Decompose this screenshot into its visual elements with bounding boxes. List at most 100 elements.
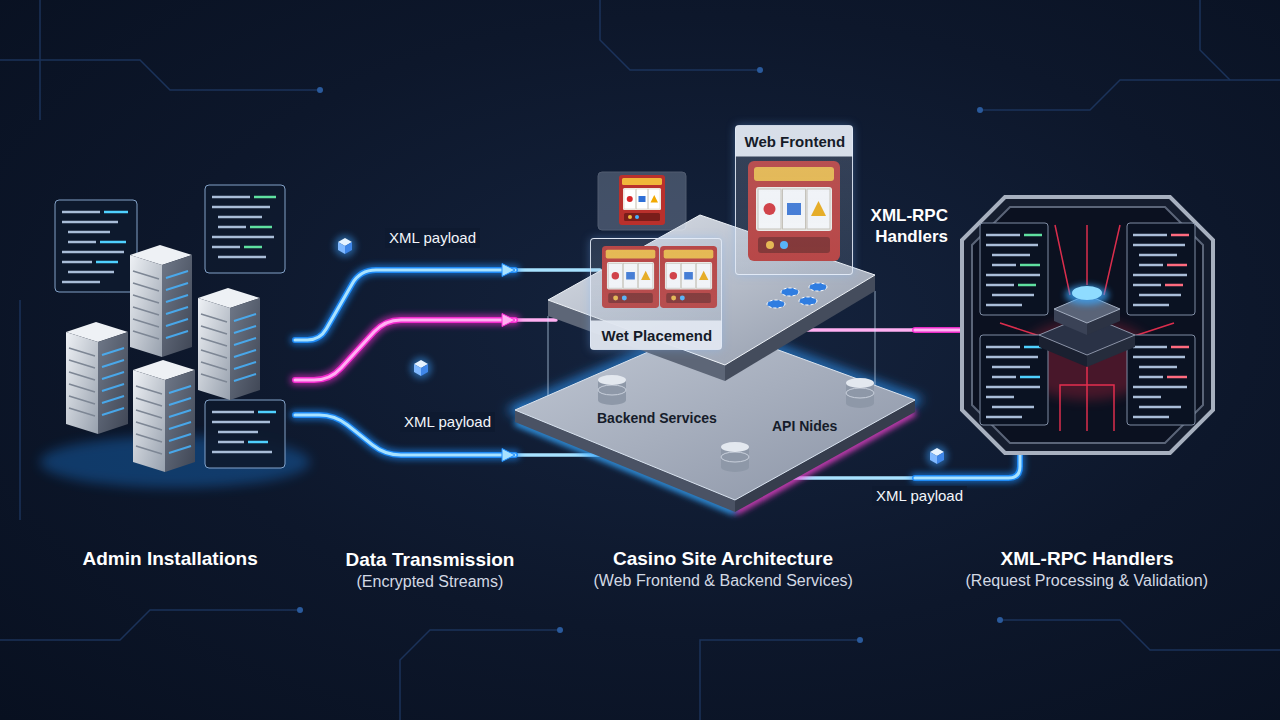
code-window-frame — [980, 335, 1048, 425]
server-cluster: Admin Installations — [50, 180, 295, 480]
caption-title: XML-RPC Handlers — [1001, 548, 1174, 570]
code-window-frame — [55, 200, 137, 292]
circuit-trace — [19, 300, 21, 520]
edge-label: XML payload — [872, 486, 967, 506]
caption-subtitle: (Encrypted Streams) — [357, 572, 504, 592]
circuit-pad — [557, 627, 563, 633]
db-ring — [721, 452, 749, 462]
chip — [799, 297, 817, 305]
code-lines — [1133, 347, 1187, 417]
server-tower — [66, 322, 128, 434]
pipe-stub-glow — [515, 265, 600, 275]
pipe-body — [915, 327, 960, 333]
code-lines — [1167, 347, 1189, 377]
data-pipe — [915, 330, 960, 331]
caption-subtitle: (Web Frontend & Backend Services) — [594, 571, 853, 591]
pipe-glow — [915, 455, 1020, 478]
db-top — [846, 378, 874, 388]
db-top — [598, 375, 626, 385]
code-lines — [244, 197, 276, 247]
glass-panel: Web Frontend — [735, 125, 853, 275]
db-ring — [846, 388, 874, 398]
circuit-trace — [700, 640, 860, 720]
code-lines — [986, 347, 1040, 417]
code-lines — [1133, 235, 1187, 305]
data-cube — [410, 357, 432, 379]
circuit-trace — [0, 610, 300, 640]
database-icon — [598, 375, 626, 405]
code-window-frame — [205, 185, 285, 273]
circuit-trace — [400, 630, 560, 720]
code-window — [205, 400, 285, 468]
circuit-trace — [0, 60, 320, 90]
circuit-pad — [977, 107, 983, 113]
server-tower — [198, 288, 260, 400]
core-glow — [1065, 285, 1109, 305]
code-lines — [1165, 235, 1189, 285]
data-cube — [926, 445, 948, 467]
glass-panel: Wet Placemend — [590, 238, 722, 350]
data-pipe — [915, 455, 1020, 478]
platform-zone: Casino Site Architecture(Web Frontend & … — [515, 125, 915, 500]
circuit-trace — [1200, 0, 1230, 80]
code-lines — [986, 235, 1040, 305]
pipe-core — [915, 329, 960, 332]
arrowhead — [502, 449, 515, 462]
code-window-frame — [980, 223, 1048, 315]
handler-frame — [962, 197, 1213, 453]
code-window — [205, 185, 285, 273]
code-window — [55, 200, 137, 292]
pipe-body — [295, 320, 515, 380]
pipe-core — [295, 270, 515, 340]
pipe-core — [295, 320, 515, 380]
code-lines — [212, 412, 272, 452]
circuit-pad — [317, 87, 323, 93]
pipe-stub — [515, 318, 556, 322]
arrowhead — [502, 314, 515, 327]
circuit-trace — [600, 0, 760, 70]
handler-inner — [972, 207, 1203, 443]
circuit-pad — [757, 67, 763, 73]
circuit-pad — [997, 617, 1003, 623]
caption-title: Casino Site Architecture — [613, 548, 833, 570]
database-icon — [721, 442, 749, 472]
db-top — [721, 442, 749, 452]
db-ring — [598, 385, 626, 395]
caption-title: Data Transmission — [346, 549, 515, 571]
pipe-glow — [295, 320, 515, 380]
arrowhead — [502, 264, 515, 277]
platform-label: Backend Services — [597, 410, 717, 427]
code-lines — [1018, 235, 1042, 285]
code-window-frame — [205, 400, 285, 468]
caption-title: Admin Installations — [83, 548, 258, 570]
chip — [809, 283, 827, 291]
handler-box: XML-RPC HandlersXML-RPC Handlers(Request… — [960, 195, 1215, 455]
panel-label: Web Frontend — [745, 133, 846, 151]
pipe-core — [915, 455, 1020, 478]
handler-outline — [960, 195, 1215, 455]
core-disk — [1072, 286, 1102, 300]
code-lines — [1020, 347, 1042, 377]
edge-label: XML payload — [400, 412, 495, 432]
pipe-body — [915, 455, 1020, 478]
data-pipe — [295, 264, 515, 341]
code-window-frame — [1127, 223, 1195, 315]
circuit-pads — [297, 67, 1003, 643]
pipe-glow — [915, 325, 960, 335]
pipe-body — [295, 270, 515, 340]
circuit-trace — [1000, 620, 1280, 650]
circuit-pad — [857, 637, 863, 643]
slot-machine — [619, 175, 665, 225]
chip — [767, 300, 785, 308]
circuit-trace — [39, 0, 41, 120]
poker-chips — [767, 283, 827, 308]
platform-label: API Nides — [772, 418, 837, 435]
code-window-frame — [1127, 335, 1195, 425]
pipe-glow — [295, 270, 515, 340]
code-lines — [62, 212, 124, 282]
data-pipe — [295, 314, 515, 381]
